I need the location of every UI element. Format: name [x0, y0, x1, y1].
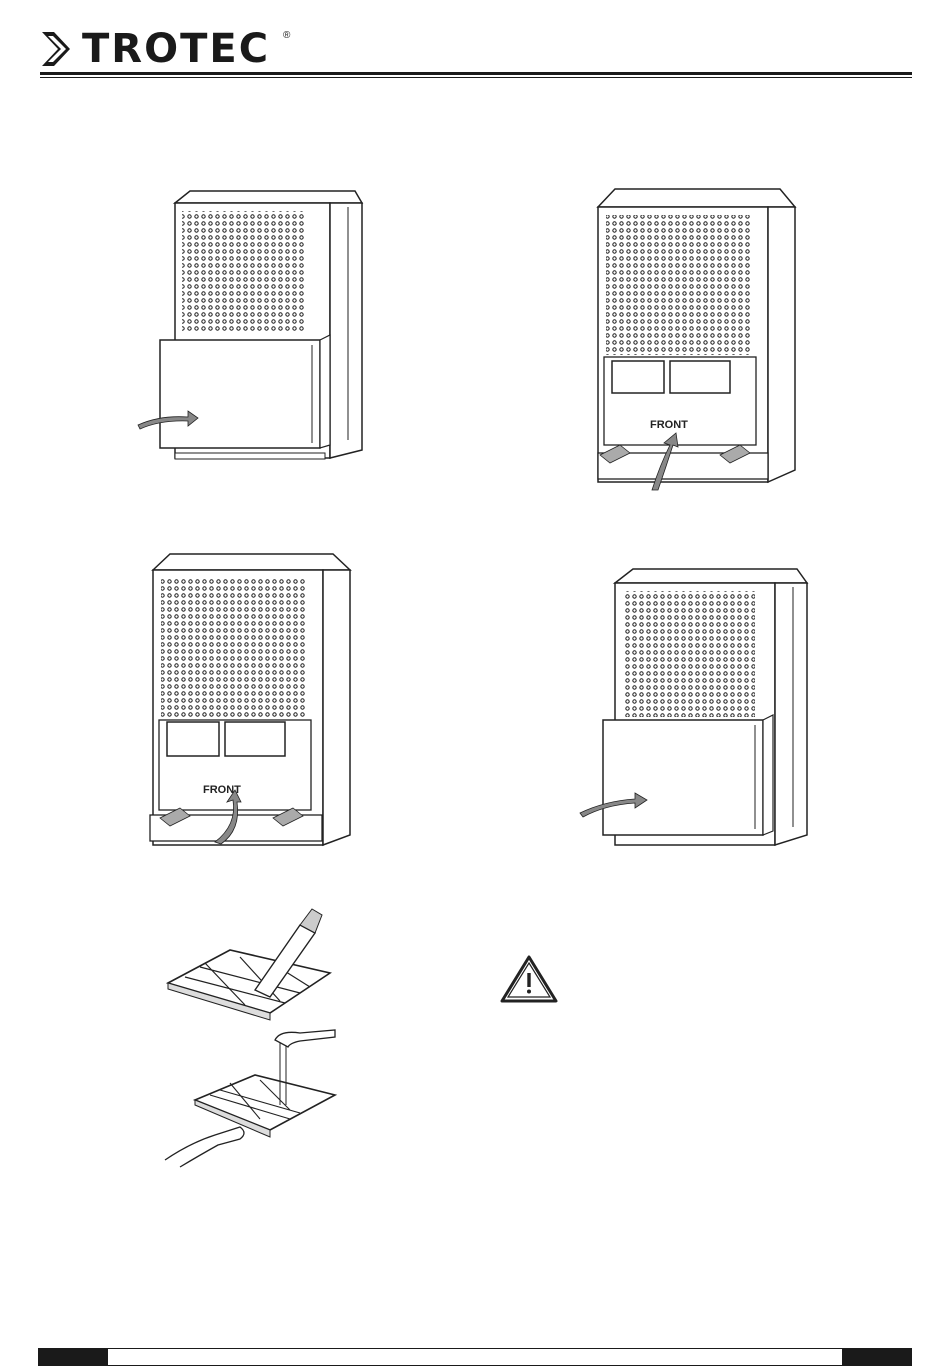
header-rule-thin — [40, 77, 912, 78]
trotec-logo-icon — [40, 30, 76, 68]
brand-logo: TROTEC — [40, 28, 270, 70]
figure-remove-tank — [130, 185, 380, 470]
figure-reinsert-tank — [575, 565, 815, 850]
footer-left-block — [38, 1348, 108, 1366]
warning-triangle-icon — [500, 955, 558, 1003]
figure-filter-removed: FRONT — [145, 550, 365, 850]
figure-open-unit-front: FRONT — [590, 185, 810, 495]
header-rule — [40, 72, 912, 75]
footer-bar — [38, 1348, 912, 1366]
registered-mark: ® — [283, 30, 290, 41]
footer-right-block — [842, 1348, 912, 1366]
brand-name: TROTEC — [82, 28, 270, 70]
front-label: FRONT — [650, 419, 688, 431]
figure-clean-filter — [160, 905, 360, 1170]
